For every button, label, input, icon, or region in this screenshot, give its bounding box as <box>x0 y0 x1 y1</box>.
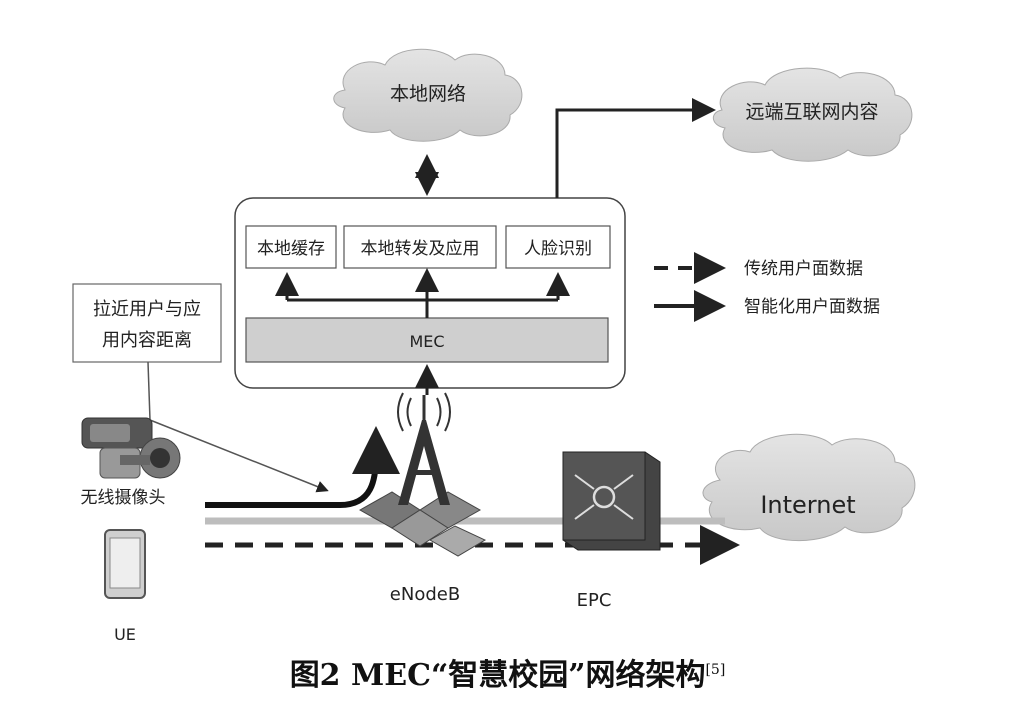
caption-text: 图2 MEC“智慧校园”网络架构 <box>289 658 706 693</box>
internet-cloud: Internet <box>702 433 916 542</box>
local-network-cloud: 本地网络 <box>333 48 523 142</box>
note-box: 拉近用户与应 用内容距离 <box>72 283 329 493</box>
caption-ref: [5] <box>705 662 726 678</box>
face-recognition-box <box>505 225 611 269</box>
figure-caption: 图2 MEC“智慧校园”网络架构[5] <box>0 650 1015 694</box>
mec-platform-label: MEC <box>409 332 444 351</box>
epc-label: EPC <box>577 590 612 611</box>
phone-icon <box>104 529 146 599</box>
smart-data-flow <box>205 426 400 508</box>
enodeb-label: eNodeB <box>390 584 460 605</box>
internet-label: Internet <box>760 491 855 519</box>
camera-label: 无线摄像头 <box>81 488 166 508</box>
enodeb-tower-icon <box>358 392 487 557</box>
note-line-1: 拉近用户与应 <box>93 299 201 320</box>
local-forward-box <box>343 225 497 269</box>
face-recognition-label: 人脸识别 <box>524 239 592 259</box>
wireless-camera-icon <box>81 417 181 479</box>
legend-traditional-label: 传统用户面数据 <box>744 259 863 279</box>
remote-content-label: 远端互联网内容 <box>745 101 878 123</box>
ue-label: UE <box>114 625 136 644</box>
local-cache-box <box>245 225 337 269</box>
legend: 传统用户面数据 智能化用户面数据 <box>654 252 880 322</box>
note-pointer <box>147 361 151 421</box>
local-forward-label: 本地转发及应用 <box>361 239 480 259</box>
legend-smart-label: 智能化用户面数据 <box>744 297 880 317</box>
local-network-label: 本地网络 <box>390 83 466 105</box>
epc-switch-icon <box>562 451 661 551</box>
remote-content-link <box>555 98 716 198</box>
note-line-2: 用内容距离 <box>102 330 192 351</box>
local-cache-label: 本地缓存 <box>257 239 325 259</box>
remote-content-cloud: 远端互联网内容 <box>712 67 913 162</box>
mec-platform-bar <box>245 317 609 363</box>
mec-internal-arrows <box>275 268 570 318</box>
